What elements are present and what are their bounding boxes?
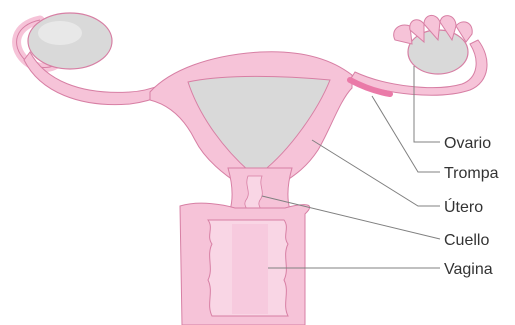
left-ovary-highlight <box>38 21 82 45</box>
label-vagina: Vagina <box>444 261 493 278</box>
label-uterus: Útero <box>444 197 483 216</box>
vaginal-lumen <box>232 224 268 314</box>
label-ovary: Ovario <box>444 135 491 152</box>
label-tube: Trompa <box>444 165 499 182</box>
ovary-leader <box>414 66 440 142</box>
uterus-leader <box>312 140 440 206</box>
label-cervix: Cuello <box>444 232 489 249</box>
tube-leader <box>372 96 440 172</box>
